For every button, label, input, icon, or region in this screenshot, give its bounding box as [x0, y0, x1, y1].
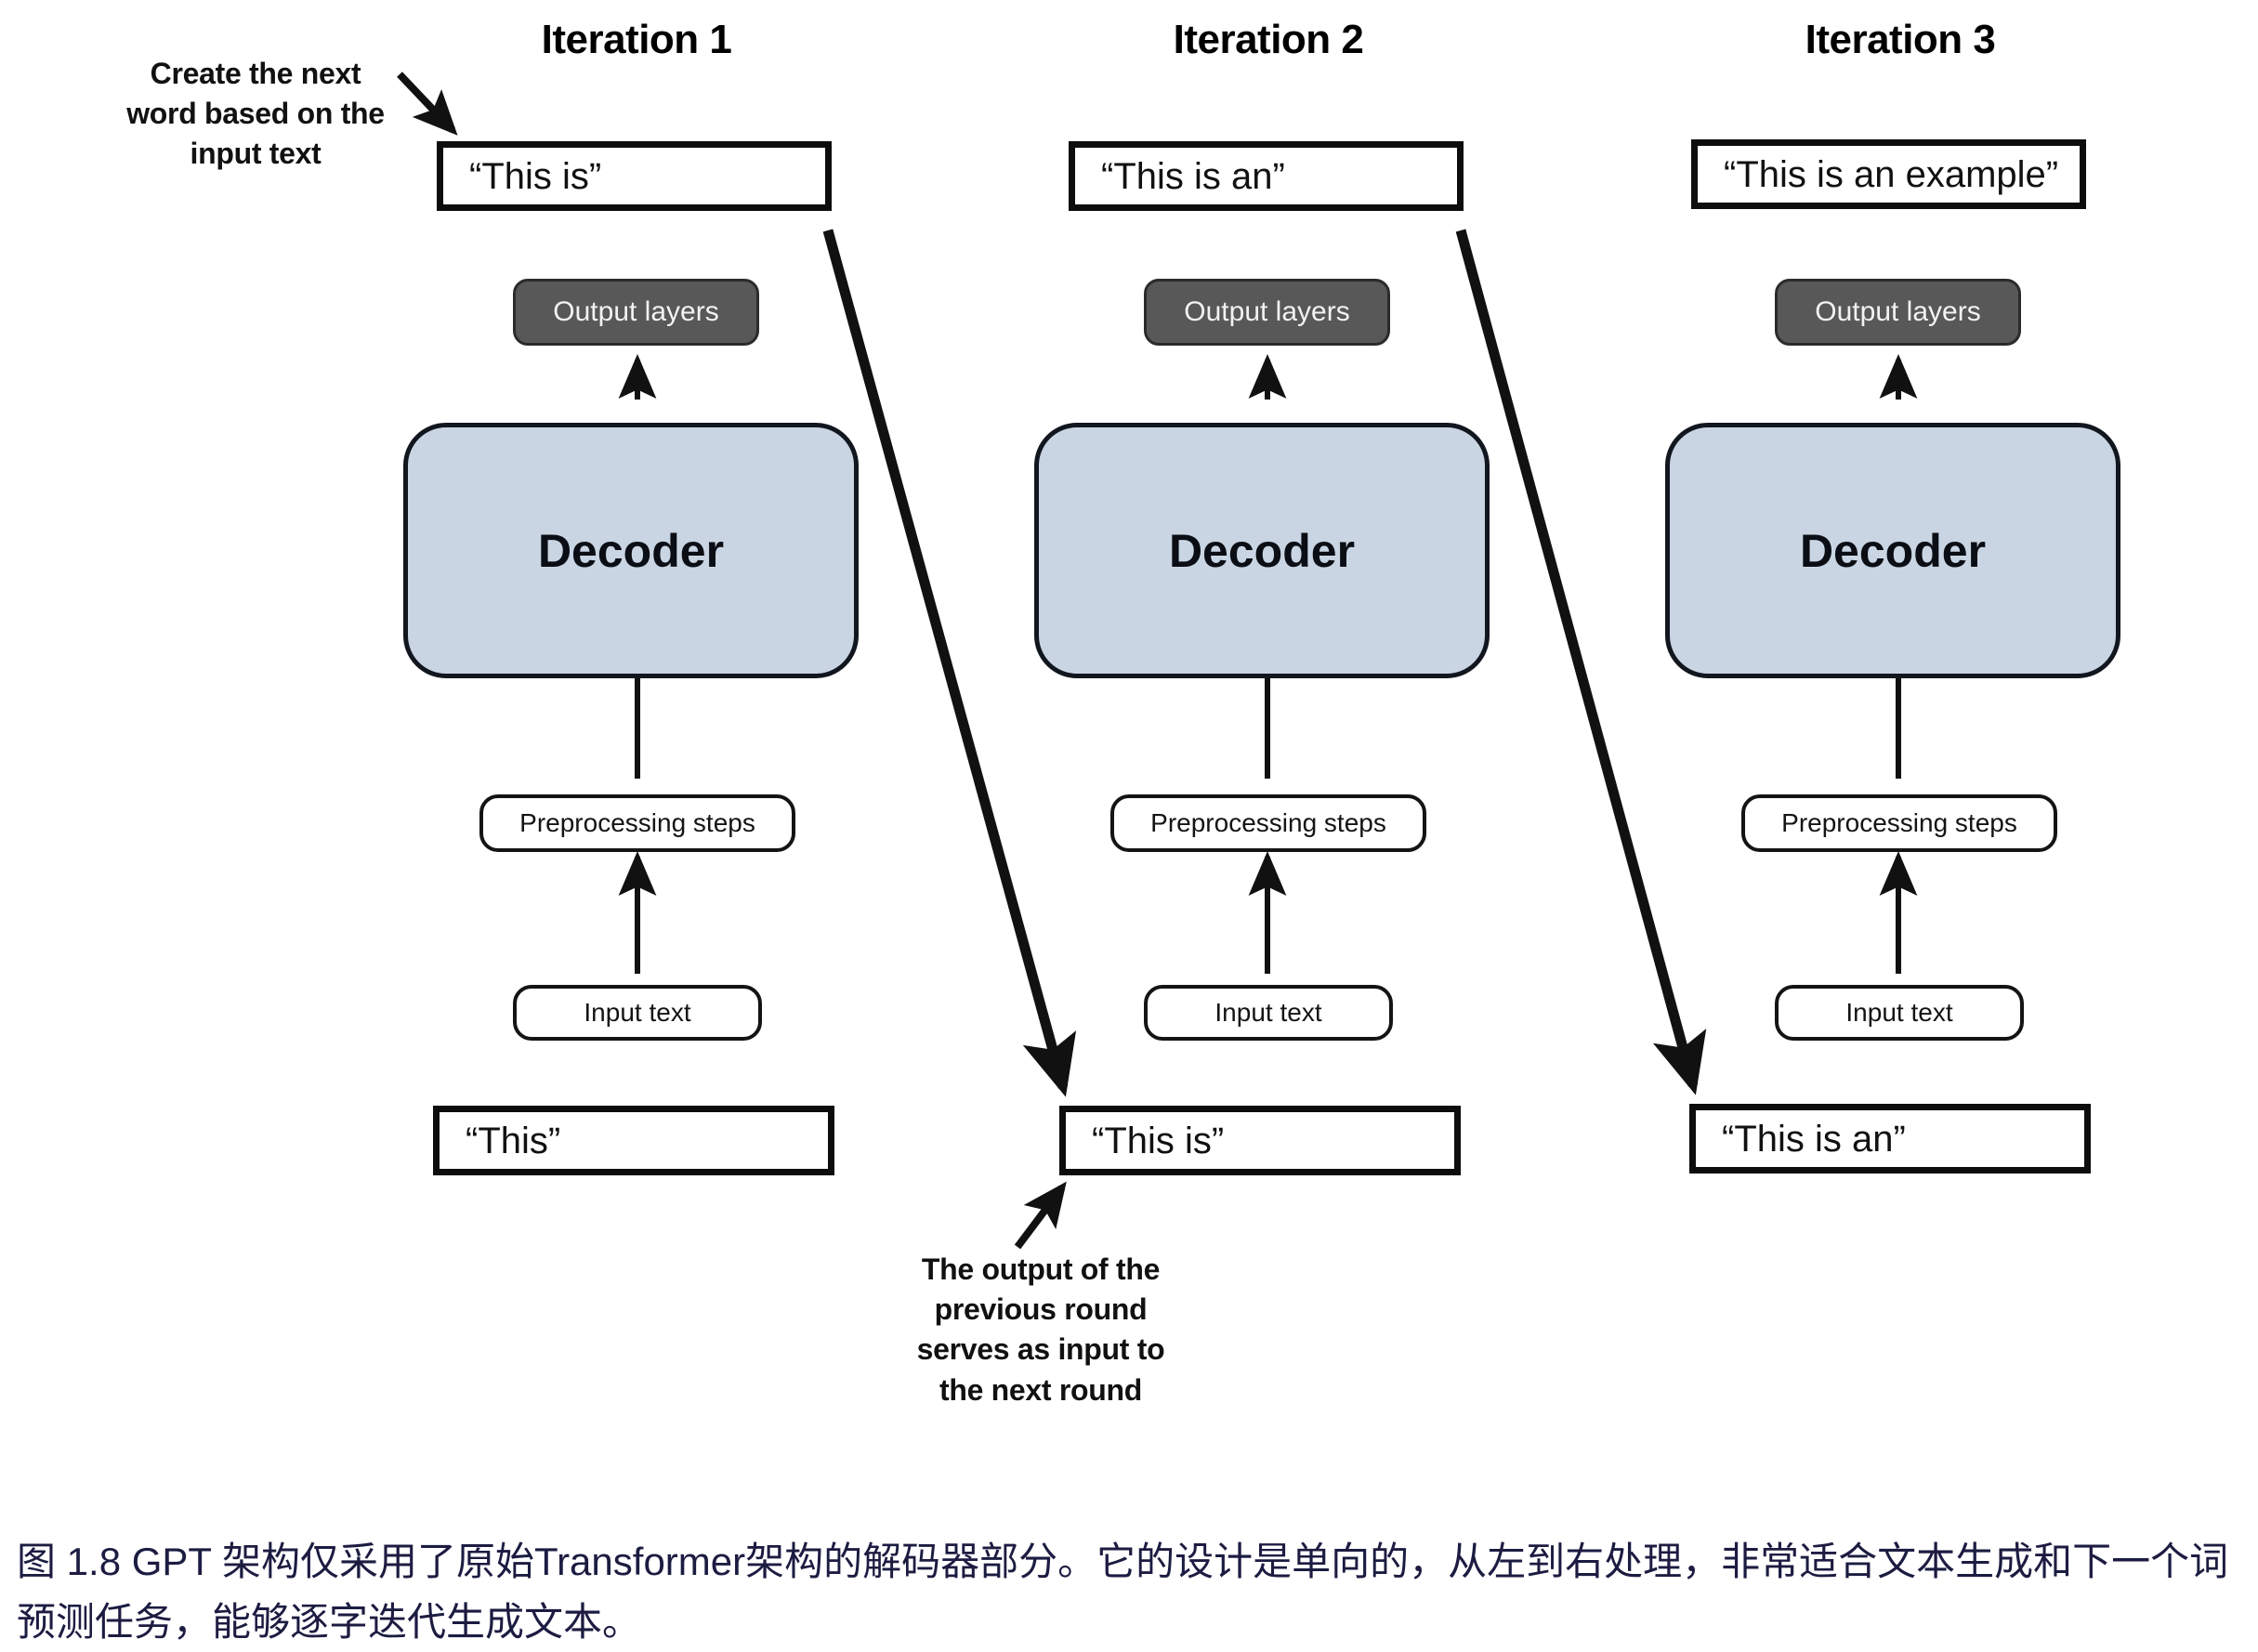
input-text-box-3: Input text	[1775, 985, 2024, 1041]
input-string-box-2: “This is”	[1059, 1106, 1461, 1175]
preprocessing-label-2: Preprocessing steps	[1150, 808, 1386, 837]
input-string-box-1: “This”	[433, 1106, 834, 1175]
output-text-label-1: “This is”	[469, 155, 602, 197]
decoder-label-1: Decoder	[537, 524, 725, 577]
input-text-label-3: Input text	[1845, 998, 1953, 1027]
output-layers-box-1: Output layers	[513, 279, 759, 346]
preprocessing-box-3: Preprocessing steps	[1741, 794, 2057, 852]
input-text-box-2: Input text	[1144, 985, 1393, 1041]
output-layers-label-1: Output layers	[553, 296, 719, 327]
output-text-box-3: “This is an example”	[1691, 139, 2086, 209]
preprocessing-label-3: Preprocessing steps	[1781, 808, 2017, 837]
output-layers-box-2: Output layers	[1144, 279, 1390, 346]
arrow-annotation-bottom-center	[1014, 1181, 1067, 1250]
output-layers-label-3: Output layers	[1815, 296, 1981, 327]
output-text-label-2: “This is an”	[1101, 155, 1285, 197]
arrow-carry-iter2-to-iter3	[1455, 229, 1707, 1095]
figure-caption: 图 1.8 GPT 架构仅采用了原始Transformer架构的解码器部分。它的…	[17, 1540, 2229, 1645]
preprocessing-box-2: Preprocessing steps	[1110, 794, 1426, 852]
output-layers-box-3: Output layers	[1775, 279, 2021, 346]
decoder-label-3: Decoder	[1799, 524, 1987, 577]
input-string-label-1: “This”	[466, 1120, 561, 1161]
output-text-label-3: “This is an example”	[1724, 153, 2059, 195]
decoder-box-2: Decoder	[1034, 423, 1490, 678]
decoder-label-2: Decoder	[1168, 524, 1356, 577]
preprocessing-box-1: Preprocessing steps	[479, 794, 795, 852]
input-text-box-1: Input text	[513, 985, 762, 1041]
decoder-box-3: Decoder	[1665, 423, 2120, 678]
input-text-label-2: Input text	[1214, 998, 1322, 1027]
input-string-box-3: “This is an”	[1689, 1104, 2091, 1173]
arrow-carry-iter1-to-iter2	[822, 229, 1077, 1097]
input-string-label-2: “This is”	[1092, 1120, 1225, 1161]
iteration-title-1: Iteration 1	[541, 17, 732, 62]
output-text-box-1: “This is”	[437, 141, 832, 211]
annotation-output-feeds-next: The output of the previous round serves …	[916, 1252, 1165, 1407]
input-string-label-3: “This is an”	[1722, 1118, 1906, 1160]
preprocessing-label-1: Preprocessing steps	[519, 808, 755, 837]
input-text-label-1: Input text	[584, 998, 691, 1027]
decoder-box-1: Decoder	[403, 423, 859, 678]
iteration-title-2: Iteration 2	[1173, 17, 1364, 62]
iteration-title-3: Iteration 3	[1805, 17, 1996, 62]
output-text-box-2: “This is an”	[1069, 141, 1464, 211]
annotation-create-next-word: Create the next word based on the input …	[126, 57, 385, 171]
output-layers-label-2: Output layers	[1184, 296, 1350, 327]
